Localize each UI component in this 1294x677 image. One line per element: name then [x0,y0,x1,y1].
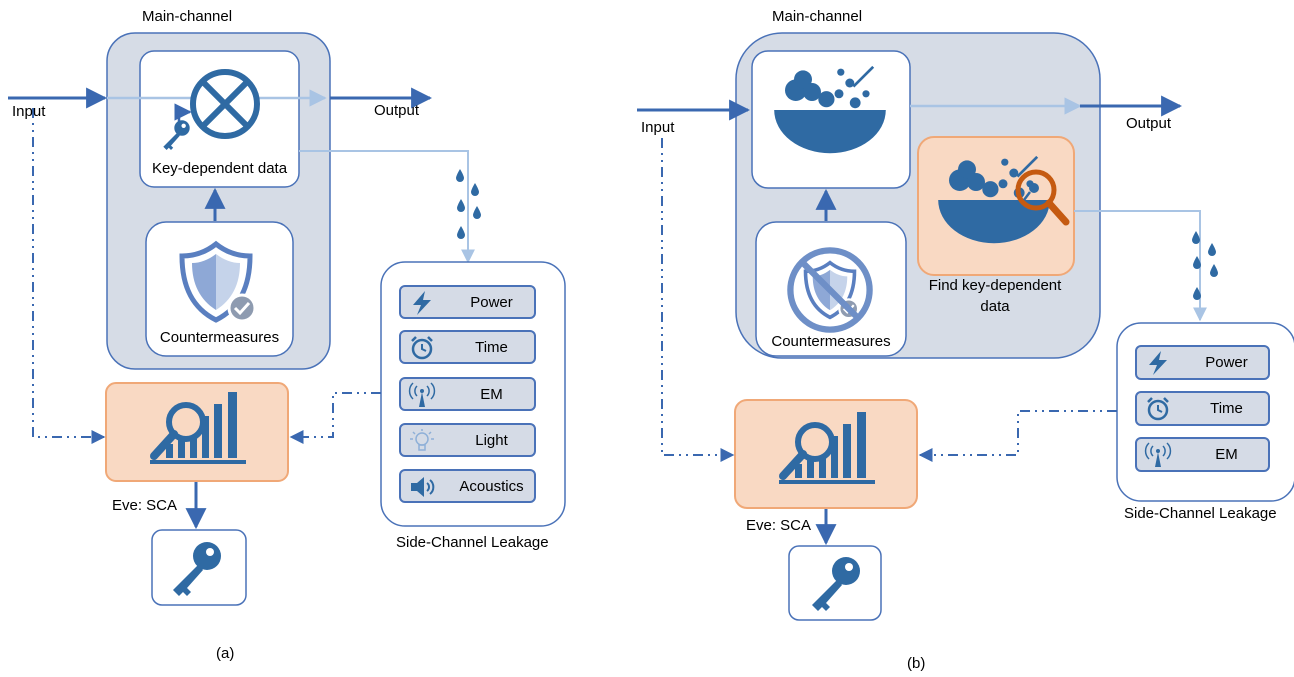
multiply-symbol-icon [190,69,260,139]
eve-label: Eve: SCA [112,497,178,514]
leak-item-em: EM [1135,437,1270,472]
light-bulb-icon [410,429,434,451]
find-key-label: Find key-dependent [928,277,1062,294]
leakage-line [1074,210,1207,322]
lightning-icon [1149,351,1167,375]
leakage-title: Side-Channel Leakage [1124,505,1277,522]
output-label: Output [374,102,420,119]
input-label: Input [12,103,46,120]
leak-item-em: EM [399,377,536,411]
leak-item-label: Acoustics [459,477,524,495]
input-to-eve-line [661,138,735,462]
leak-item-label: Light [475,431,508,449]
leak-item-label: EM [480,385,503,403]
leak-item-power: Power [1135,345,1270,380]
leak-item-label: Time [475,338,508,356]
leak-item-light: Light [399,423,536,457]
leak-item-acoustics: Acoustics [399,469,536,503]
countermeasures-label: Countermeasures [159,329,280,346]
leak-item-label: Power [470,293,513,311]
leak-item-label: Time [1210,400,1243,417]
eve-label: Eve: SCA [746,517,812,534]
main-channel-title: Main-channel [142,8,233,25]
lightning-icon [413,291,431,315]
antenna-icon [1144,442,1172,467]
leak-item-time: Time [399,330,536,364]
alarm-clock-icon [1147,397,1169,421]
main-channel-title: Main-channel [772,8,863,25]
output-label: Output [1126,115,1172,132]
caption-b: (b) [907,655,926,672]
key-dependent-label: Key-dependent data [151,160,288,177]
countermeasures-label: Countermeasures [771,333,891,350]
droplet-icon [1192,231,1218,300]
leakage-to-eve-line [289,392,381,444]
leakage-line [299,150,475,264]
magnifier-icon [1015,169,1070,226]
speaker-icon [411,477,435,497]
disabled-shield-icon [787,247,873,333]
alarm-clock-icon [411,336,433,360]
leak-item-power: Power [399,285,536,319]
panel-b [637,32,1294,621]
caption-a: (a) [216,645,235,662]
input-label: Input [641,119,675,136]
leak-item-label: EM [1215,446,1238,463]
leakage-to-eve-line [918,410,1117,462]
leak-item-label: Power [1205,354,1248,371]
antenna-icon [408,382,436,407]
input-to-eve-line [32,108,106,444]
find-key-label-line2: data [980,298,1010,315]
leak-item-time: Time [1135,391,1270,426]
leakage-title: Side-Channel Leakage [396,534,549,551]
panel-a [8,32,566,606]
